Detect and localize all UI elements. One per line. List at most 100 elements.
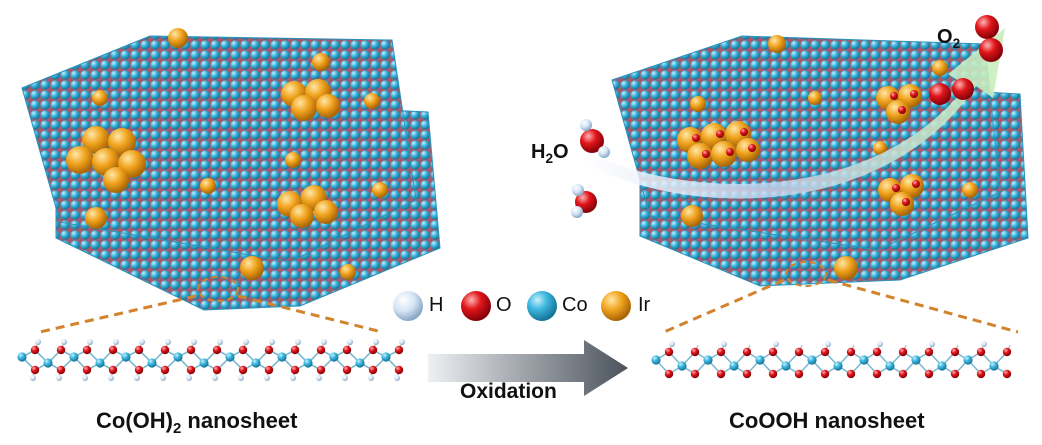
h-atom xyxy=(264,375,270,381)
h-atom xyxy=(721,341,727,347)
o-atom xyxy=(316,365,326,375)
legend-swatch-co xyxy=(527,291,557,321)
oxidation-arrow[interactable] xyxy=(428,340,628,396)
o-atom xyxy=(975,15,999,39)
right-ir-oxide-cluster xyxy=(876,84,922,124)
o-atom xyxy=(368,365,378,375)
o-atom xyxy=(82,345,92,355)
co-atom xyxy=(303,358,313,368)
h-atom xyxy=(212,375,218,381)
o-atom xyxy=(950,369,960,379)
h-atom xyxy=(30,375,36,381)
legend-label-h: H xyxy=(429,294,444,316)
left-zoom-ring xyxy=(197,276,239,302)
h-atom xyxy=(572,184,584,196)
h-atom xyxy=(269,339,275,345)
h-atom xyxy=(316,375,322,381)
ir-atom xyxy=(291,95,317,121)
o-atom xyxy=(212,345,222,355)
o-atom xyxy=(664,347,674,357)
ir-atom xyxy=(768,35,786,53)
right-ir-oxide-cluster xyxy=(677,121,760,169)
co-atom xyxy=(17,352,27,362)
h-atom xyxy=(186,375,192,381)
legend-swatch-ir xyxy=(601,291,631,321)
o-atom xyxy=(82,365,92,375)
o-atom xyxy=(316,345,326,355)
left-atomic-chain xyxy=(17,339,405,381)
h-atom xyxy=(35,339,41,345)
h-atom xyxy=(321,339,327,345)
o-atom xyxy=(924,369,934,379)
oxygen-molecule-forming xyxy=(929,78,974,105)
co-atom xyxy=(859,355,869,365)
co-atom xyxy=(95,358,105,368)
legend-label-ir: Ir xyxy=(638,294,651,316)
o-atom xyxy=(692,134,700,142)
co-atom xyxy=(781,361,791,371)
o-atom xyxy=(976,347,986,357)
ir-atom xyxy=(372,182,388,198)
ir-atom xyxy=(82,126,110,154)
co-atom xyxy=(989,361,999,371)
o-atom xyxy=(976,369,986,379)
o-atom xyxy=(794,369,804,379)
ir-atom xyxy=(316,94,340,118)
o-atom xyxy=(742,347,752,357)
o-atom xyxy=(902,198,910,206)
ir-atom xyxy=(314,200,338,224)
o-atom xyxy=(56,365,66,375)
o-atom xyxy=(56,345,66,355)
h-atom xyxy=(342,375,348,381)
o-atom xyxy=(580,129,604,153)
h-atom xyxy=(929,341,935,347)
o-atom xyxy=(898,347,908,357)
h-atom xyxy=(238,375,244,381)
ir-atom xyxy=(736,138,760,162)
o-atom xyxy=(30,365,40,375)
co-atom xyxy=(937,361,947,371)
h-atom xyxy=(217,339,223,345)
left-nanosheet xyxy=(17,28,441,381)
co-atom xyxy=(329,352,339,362)
o-atom xyxy=(108,365,118,375)
o-atom xyxy=(768,369,778,379)
o-atom xyxy=(134,345,144,355)
o-atom xyxy=(690,347,700,357)
o-atom xyxy=(238,365,248,375)
o-atom xyxy=(186,345,196,355)
ir-atom xyxy=(66,146,94,174)
right-zoom-ring xyxy=(785,261,827,287)
ir-atom xyxy=(890,192,914,216)
o-atom xyxy=(898,369,908,379)
o-atom xyxy=(950,347,960,357)
water-label: H2O xyxy=(531,141,569,166)
ir-atom xyxy=(240,256,264,280)
h-atom xyxy=(243,339,249,345)
o-atom xyxy=(912,180,920,188)
water-molecule xyxy=(580,119,610,158)
co-atom xyxy=(651,355,661,365)
h-atom xyxy=(825,341,831,347)
o-atom xyxy=(846,347,856,357)
co-atom xyxy=(121,352,131,362)
o-atom xyxy=(890,92,898,100)
o-atom xyxy=(846,369,856,379)
ir-atom xyxy=(168,28,188,48)
h-atom xyxy=(139,339,145,345)
ir-atom xyxy=(103,167,129,193)
h-atom xyxy=(571,206,583,218)
o-atom xyxy=(872,347,882,357)
o-atom xyxy=(368,345,378,355)
o-atom xyxy=(794,347,804,357)
h-atom xyxy=(160,375,166,381)
left-sheet-caption: Co(OH)2 nanosheet xyxy=(96,408,298,438)
left-zoom-line xyxy=(39,294,197,334)
o-atom xyxy=(1002,347,1012,357)
h-atom xyxy=(290,375,296,381)
ir-atom xyxy=(290,204,314,228)
left-ir-cluster xyxy=(66,126,146,193)
o-atom xyxy=(134,365,144,375)
co-atom xyxy=(251,358,261,368)
h-atom xyxy=(191,339,197,345)
